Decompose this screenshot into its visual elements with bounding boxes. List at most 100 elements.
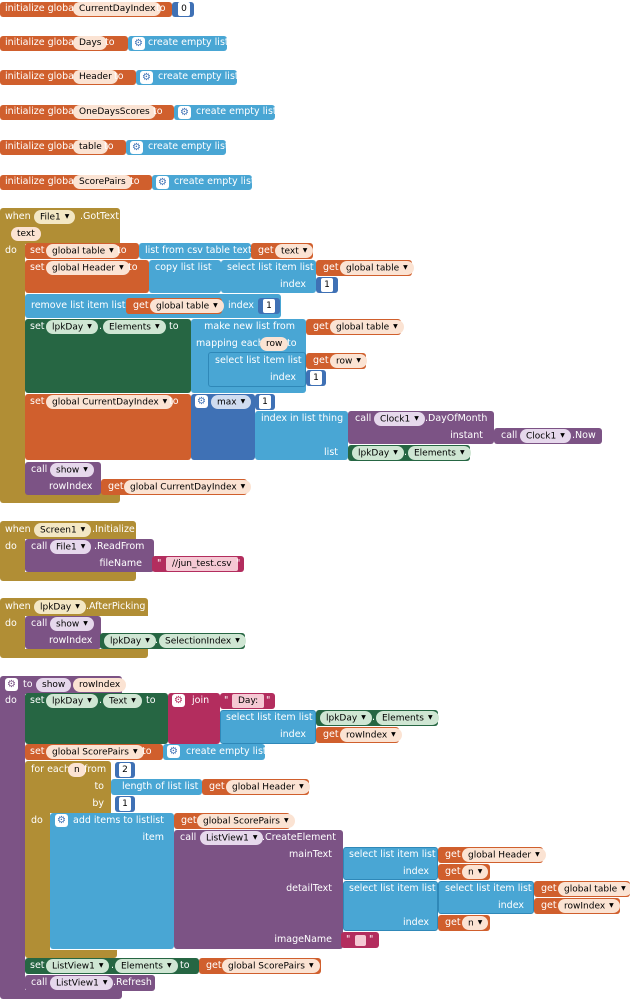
var-dropdown[interactable]: row▼ — [330, 354, 367, 368]
var-name-field[interactable]: OneDaysScores — [73, 105, 156, 119]
component-dropdown[interactable]: lpkDay▼ — [34, 600, 86, 614]
var-dropdown[interactable]: global table▼ — [46, 244, 120, 258]
component-dropdown[interactable]: lpkDay▼ — [46, 320, 98, 334]
var-dropdown[interactable]: text▼ — [275, 244, 314, 258]
gear-icon[interactable]: ⚙ — [172, 694, 185, 707]
number-field[interactable]: 1 — [310, 371, 322, 385]
to-label: to — [104, 141, 114, 152]
property-dropdown[interactable]: Text▼ — [103, 694, 142, 708]
gear-icon[interactable]: ⚙ — [5, 678, 18, 691]
procedure-dropdown[interactable]: show▼ — [50, 463, 94, 477]
var-dropdown[interactable]: global ScorePairs▼ — [197, 814, 295, 828]
component-dropdown[interactable]: lpkDay▼ — [352, 446, 404, 460]
number-field[interactable]: 1 — [321, 278, 333, 292]
property-dropdown[interactable]: SelectionIndex▼ — [159, 634, 246, 648]
create-empty-list-block[interactable] — [128, 36, 227, 51]
get-label: get — [133, 300, 149, 311]
copy-list-block[interactable] — [149, 260, 221, 293]
component-dropdown[interactable]: ListView1▼ — [50, 976, 114, 990]
select-list-item-block[interactable] — [343, 847, 438, 880]
create-empty-list-block[interactable] — [174, 105, 275, 120]
number-field[interactable]: 1 — [263, 299, 275, 313]
mapping-each-label: mapping each — [196, 338, 264, 349]
number-field[interactable]: 2 — [119, 763, 131, 777]
var-dropdown[interactable]: global ScorePairs▼ — [222, 959, 320, 973]
var-dropdown[interactable]: n▼ — [462, 865, 489, 879]
var-name-field[interactable]: ScorePairs — [73, 175, 132, 189]
var-dropdown[interactable]: global table▼ — [340, 261, 414, 275]
var-name-field[interactable]: CurrentDayIndex — [73, 2, 162, 16]
gear-icon[interactable]: ⚙ — [156, 176, 169, 189]
var-name-field[interactable]: Days — [73, 36, 108, 50]
var-dropdown[interactable]: n▼ — [462, 916, 489, 930]
gear-icon[interactable]: ⚙ — [140, 71, 153, 84]
var-dropdown[interactable]: rowIndex▼ — [340, 728, 402, 742]
select-list-item-label: select list item list — [227, 262, 314, 273]
math-op-dropdown[interactable]: max▼ — [211, 395, 252, 409]
select-list-item-block[interactable] — [220, 710, 316, 744]
remove-list-item-label: remove list item list — [31, 300, 126, 311]
var-dropdown[interactable]: global Header▼ — [462, 848, 546, 862]
add-items-block[interactable] — [50, 813, 174, 949]
component-dropdown[interactable]: Screen1▼ — [34, 523, 92, 537]
list-from-csv-block[interactable] — [139, 243, 251, 259]
length-of-list-block[interactable] — [111, 779, 202, 795]
var-dropdown[interactable]: global table▼ — [330, 320, 404, 334]
var-dropdown[interactable]: global CurrentDayIndex▼ — [124, 480, 252, 494]
procedure-dropdown[interactable]: show▼ — [50, 617, 94, 631]
procedure-spine — [0, 694, 25, 992]
select-list-item-block[interactable] — [221, 260, 316, 293]
var-name-field[interactable]: Header — [73, 70, 118, 84]
var-dropdown[interactable]: global CurrentDayIndex▼ — [46, 395, 174, 409]
create-empty-list-block[interactable] — [152, 175, 252, 190]
property-dropdown[interactable]: Elements▼ — [376, 711, 439, 725]
component-dropdown[interactable]: ListView1▼ — [200, 831, 264, 845]
select-list-item-block[interactable] — [438, 881, 534, 914]
number-field[interactable]: 0 — [178, 2, 190, 16]
param-text[interactable]: text — [11, 227, 41, 241]
loop-var-field[interactable]: n — [68, 763, 86, 777]
gear-icon[interactable]: ⚙ — [178, 106, 191, 119]
var-name-field[interactable]: table — [73, 140, 108, 154]
number-field[interactable]: 1 — [119, 797, 131, 811]
component-dropdown[interactable]: File1▼ — [50, 540, 92, 554]
create-empty-list-block[interactable] — [136, 70, 237, 85]
component-dropdown[interactable]: lpkDay▼ — [320, 711, 372, 725]
gear-icon[interactable]: ⚙ — [130, 141, 143, 154]
select-list-item-block[interactable] — [208, 352, 306, 387]
create-empty-list-block[interactable] — [126, 140, 226, 155]
var-dropdown[interactable]: global table▼ — [558, 882, 630, 896]
component-dropdown[interactable]: lpkDay▼ — [104, 634, 156, 648]
arg-label: mainText — [289, 849, 332, 860]
property-dropdown[interactable]: Elements▼ — [103, 320, 166, 334]
var-dropdown[interactable]: rowIndex▼ — [558, 899, 620, 913]
component-dropdown[interactable]: Clock1▼ — [374, 412, 425, 426]
gear-icon[interactable]: ⚙ — [195, 395, 208, 408]
component-dropdown[interactable]: File1▼ — [34, 210, 76, 224]
gear-icon[interactable]: ⚙ — [55, 814, 68, 827]
var-dropdown[interactable]: global Header▼ — [46, 261, 130, 275]
var-dropdown[interactable]: global Header▼ — [226, 780, 310, 794]
text-field[interactable]: Day: — [232, 694, 265, 708]
index-in-list-block[interactable] — [255, 411, 348, 460]
call-createelement-block[interactable] — [174, 830, 343, 949]
component-dropdown[interactable]: ListView1▼ — [46, 959, 110, 973]
number-field[interactable]: 1 — [259, 395, 271, 409]
property-dropdown[interactable]: Elements▼ — [408, 446, 471, 460]
text-field[interactable]: //jun_test.csv — [166, 557, 238, 571]
create-empty-list-block[interactable] — [163, 744, 265, 760]
var-dropdown[interactable]: global ScorePairs▼ — [46, 745, 144, 759]
var-dropdown[interactable]: global table▼ — [150, 299, 224, 313]
gear-icon[interactable]: ⚙ — [132, 37, 145, 50]
gear-icon[interactable]: ⚙ — [167, 745, 180, 758]
empty-text-field[interactable] — [355, 935, 366, 946]
param-row[interactable]: row — [260, 337, 289, 351]
component-dropdown[interactable]: Clock1▼ — [520, 429, 571, 443]
select-list-item-block[interactable] — [343, 881, 438, 931]
event-footer — [0, 492, 120, 503]
property-dropdown[interactable]: Elements▼ — [115, 959, 178, 973]
dot-label: . — [372, 712, 376, 723]
component-dropdown[interactable]: lpkDay▼ — [46, 694, 98, 708]
procedure-name-field[interactable]: show — [36, 678, 72, 692]
param-rowindex[interactable]: rowIndex — [73, 678, 127, 692]
